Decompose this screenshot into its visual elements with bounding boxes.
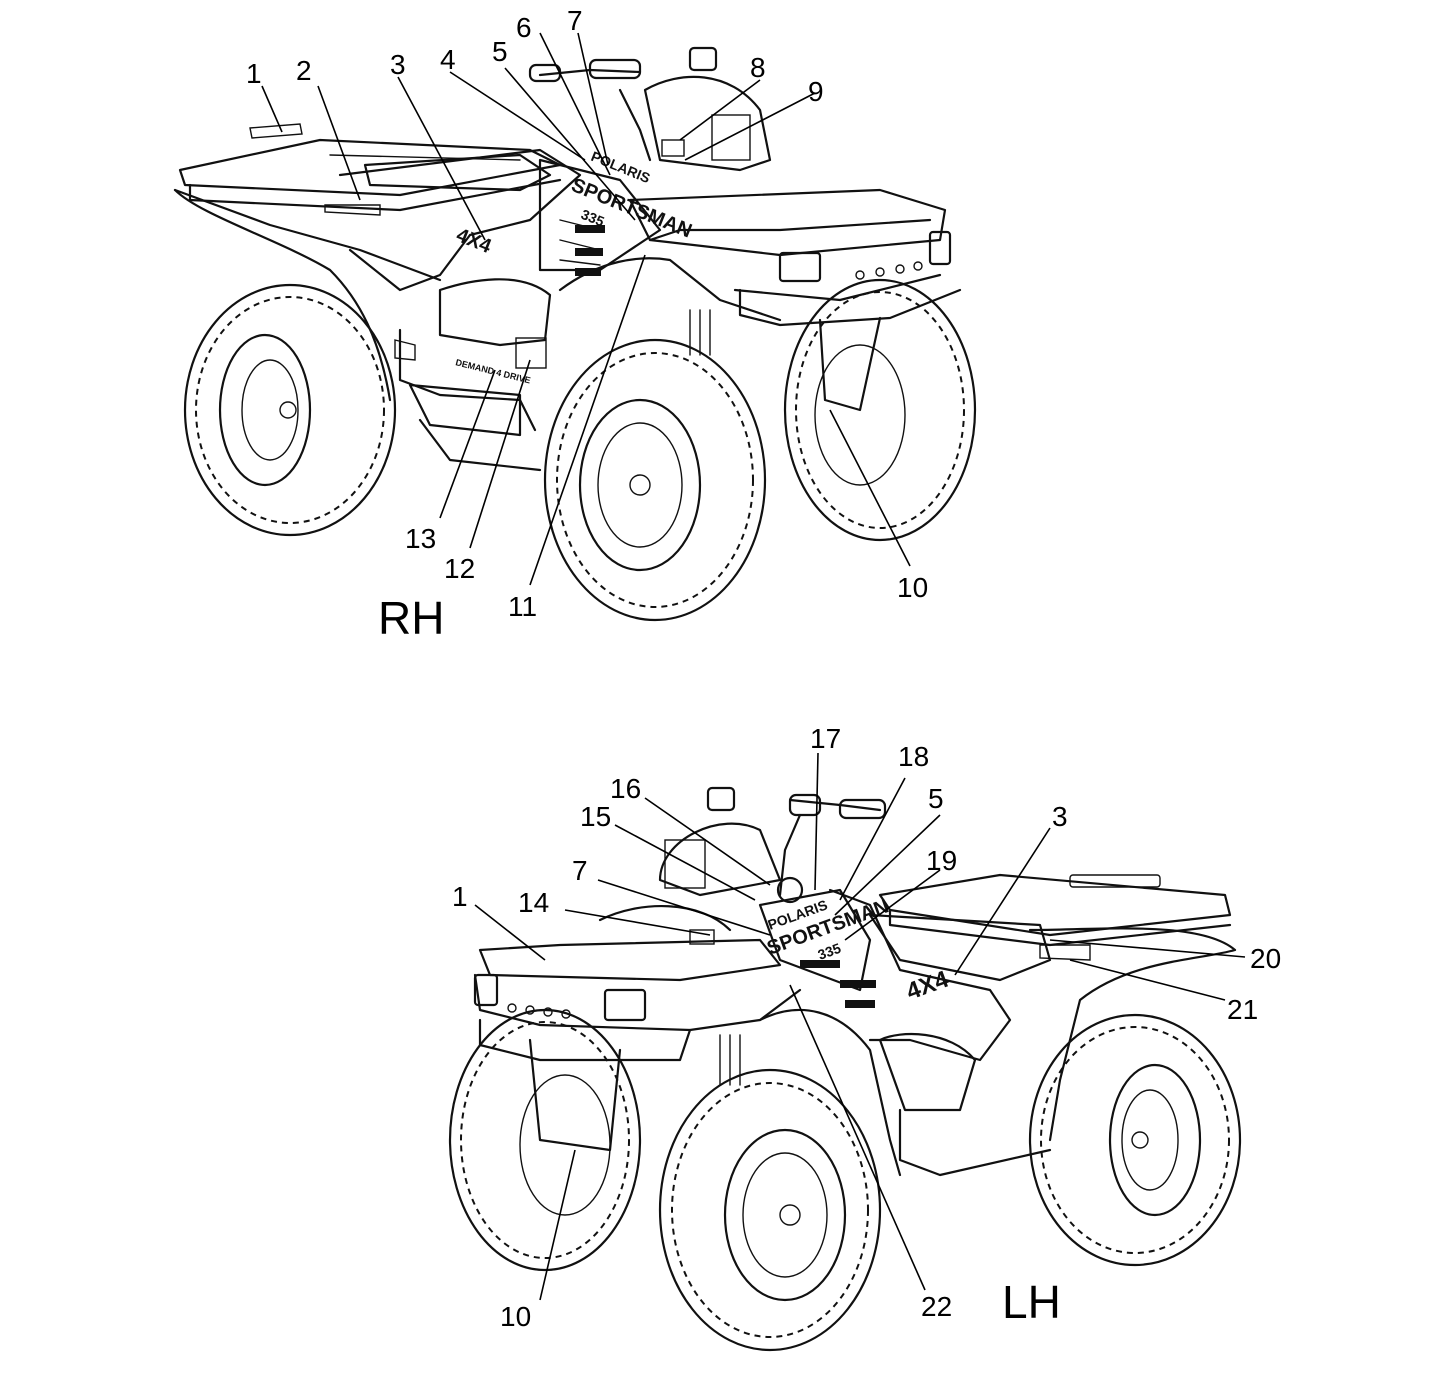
- rh-leader-lines: [261, 32, 911, 586]
- rh-callout-11: 11: [508, 591, 537, 622]
- rh-callout-12: 12: [444, 553, 475, 584]
- lh-callout-15: 15: [580, 801, 611, 832]
- lh-callout-3: 3: [1052, 801, 1068, 832]
- rh-view-label: RH: [378, 592, 444, 644]
- rh-callout-9: 9: [808, 76, 824, 107]
- rh-callout-10: 10: [897, 572, 928, 603]
- lh-callout-16: 16: [610, 773, 641, 804]
- lh-callout-18: 18: [898, 741, 929, 772]
- lh-stripe-decal: [758, 888, 876, 1008]
- rh-demand-4-drive-decal: DEMAND 4 DRIVE: [455, 357, 532, 385]
- rh-front-wheel: [543, 338, 767, 622]
- atv-rh-view: 4X4 POLARIS SPORTSMAN 335 DEMAND 4 DRIVE: [173, 46, 977, 622]
- lh-rear-wheel: [1028, 1013, 1242, 1267]
- lh-callout-1: 1: [452, 881, 468, 912]
- rh-rear-wheel: [183, 283, 397, 537]
- lh-callout-5: 5: [928, 783, 944, 814]
- rh-callout-7: 7: [567, 5, 583, 36]
- lh-view-label: LH: [1002, 1276, 1061, 1328]
- lh-callout-10: 10: [500, 1301, 531, 1332]
- lh-callout-22: 22: [921, 1291, 952, 1322]
- rh-callouts: 1 2 3 4 5 6 7 8 9 10 11 12 13 RH: [246, 5, 928, 644]
- rh-callout-8: 8: [750, 52, 766, 83]
- lh-callout-19: 19: [926, 845, 957, 876]
- rh-callout-4: 4: [440, 44, 456, 75]
- rh-callout-2: 2: [296, 55, 312, 86]
- lh-callout-14: 14: [518, 887, 549, 918]
- rh-callout-3: 3: [390, 49, 406, 80]
- lh-callout-21: 21: [1227, 994, 1258, 1025]
- lh-leader-lines: [474, 752, 1246, 1301]
- lh-callouts: 17 18 5 16 15 19 3 7 1 14 20 21 10 22 LH: [452, 723, 1281, 1332]
- lh-callout-17: 17: [810, 723, 841, 754]
- atv-lh-view: 4X4 POLARIS SPORTSMAN 335: [448, 786, 1242, 1352]
- rh-far-front-wheel: [783, 278, 977, 542]
- rh-callout-13: 13: [405, 523, 436, 554]
- rh-callout-6: 6: [516, 12, 532, 43]
- rh-callout-5: 5: [492, 36, 508, 67]
- lh-front-wheel: [658, 1068, 882, 1352]
- rh-callout-1: 1: [246, 58, 262, 89]
- lh-335-decal: 335: [816, 940, 844, 963]
- lh-far-front-wheel: [448, 1008, 642, 1272]
- lh-callout-20: 20: [1250, 943, 1281, 974]
- lh-callout-7: 7: [572, 855, 588, 886]
